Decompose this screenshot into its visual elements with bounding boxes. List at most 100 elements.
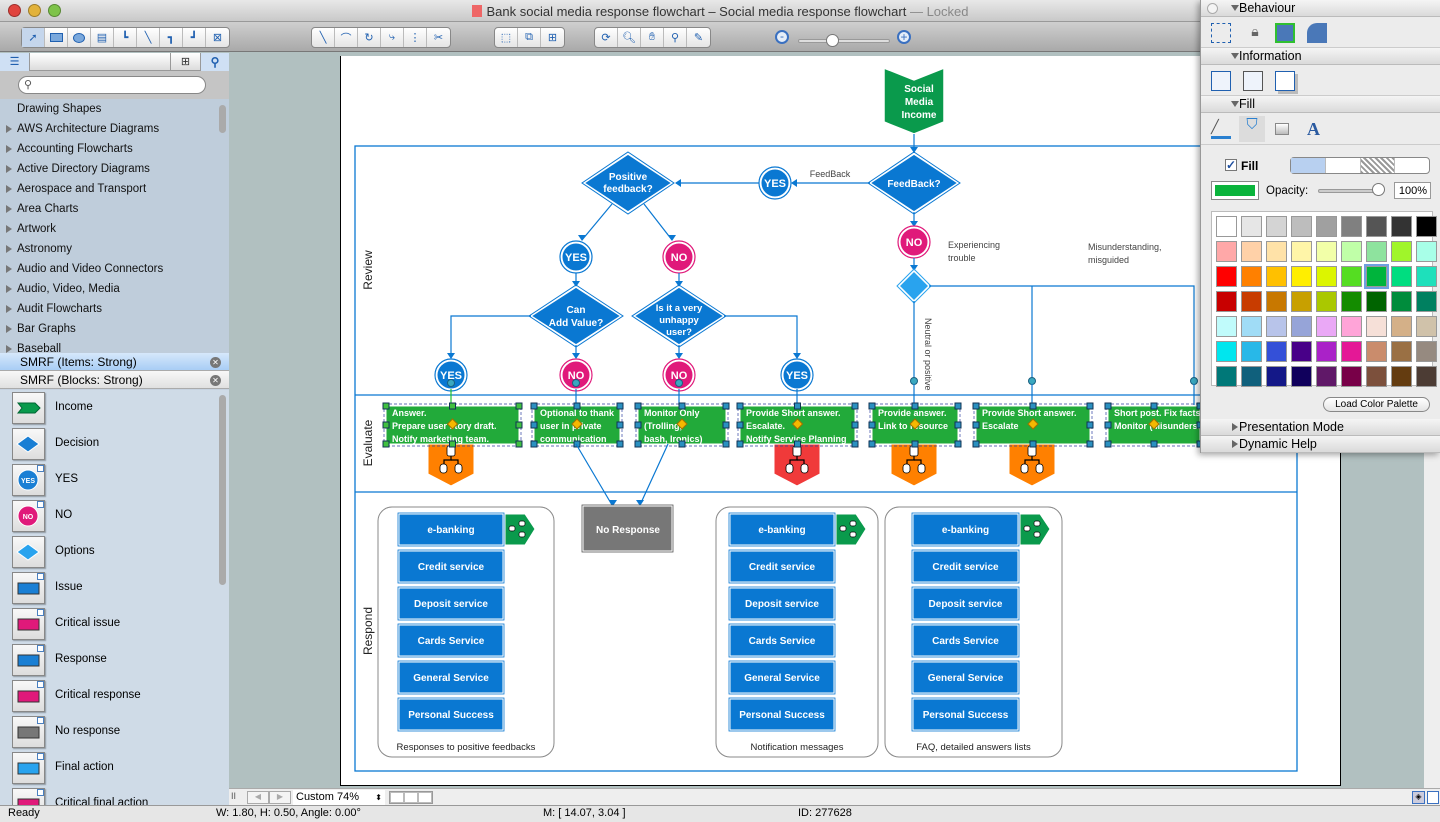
selection-handle[interactable] xyxy=(634,421,642,429)
color-swatch[interactable] xyxy=(1416,291,1437,312)
selection-handle[interactable] xyxy=(736,421,744,429)
behaviour-section-header[interactable]: Behaviour xyxy=(1201,0,1440,17)
selection-handle[interactable] xyxy=(911,402,919,410)
color-swatch[interactable] xyxy=(1266,316,1287,337)
response-item-box[interactable] xyxy=(912,587,1019,620)
eyedropper-tool-button[interactable]: ✎ xyxy=(693,32,704,44)
presentation-mode-section-header[interactable]: Presentation Mode xyxy=(1201,419,1440,436)
text-handle[interactable] xyxy=(791,418,804,430)
color-swatch[interactable] xyxy=(1266,241,1287,262)
insert-tool-button[interactable]: ⊠ xyxy=(212,32,223,44)
color-swatch[interactable] xyxy=(1416,266,1437,287)
zoom-slider[interactable] xyxy=(798,39,890,43)
tree-view-tab[interactable]: ☰ xyxy=(0,53,30,71)
selection-handle[interactable] xyxy=(616,421,624,429)
response-item-box[interactable] xyxy=(912,513,1019,546)
selection-handle[interactable] xyxy=(530,421,538,429)
close-library-icon[interactable]: ✕ xyxy=(210,357,221,368)
selection-handle[interactable] xyxy=(573,440,581,448)
add-value-decision[interactable] xyxy=(529,286,623,346)
color-swatch[interactable] xyxy=(1241,316,1262,337)
palette-item[interactable]: Final action xyxy=(0,750,229,786)
color-swatch[interactable] xyxy=(1341,341,1362,362)
direct-connector-tool-button[interactable]: ╲ xyxy=(137,28,160,47)
color-swatch[interactable] xyxy=(1366,216,1387,237)
color-swatch[interactable] xyxy=(1391,216,1412,237)
connection-point[interactable] xyxy=(1190,377,1198,385)
fill-gradient-button[interactable] xyxy=(1326,158,1361,173)
response-item-box[interactable] xyxy=(912,624,1019,657)
color-swatch[interactable] xyxy=(1291,216,1312,237)
fill-solid-button[interactable] xyxy=(1291,158,1326,173)
color-swatch[interactable] xyxy=(1391,291,1412,312)
selection-handle[interactable] xyxy=(722,421,730,429)
palette-item[interactable]: Critical response xyxy=(0,678,229,714)
palette-item[interactable]: Options xyxy=(0,534,229,570)
color-swatch[interactable] xyxy=(1241,266,1262,287)
library-item[interactable]: Accounting Flowcharts xyxy=(0,139,229,159)
color-swatch[interactable] xyxy=(1341,241,1362,262)
options-diamond[interactable] xyxy=(897,269,931,303)
search-input[interactable]: ⚲ xyxy=(18,76,206,94)
selection-handle[interactable] xyxy=(868,440,876,448)
color-swatch[interactable] xyxy=(1416,341,1437,362)
selection-handle[interactable] xyxy=(868,421,876,429)
yes-positive[interactable] xyxy=(562,243,590,271)
selection-handle[interactable] xyxy=(722,440,730,448)
selection-handle[interactable] xyxy=(972,402,980,410)
library-item[interactable]: Audio and Video Connectors xyxy=(0,259,229,279)
selection-handle[interactable] xyxy=(1150,402,1158,410)
text-tool-button[interactable]: ▤ xyxy=(91,28,114,47)
selection-handle[interactable] xyxy=(515,440,523,448)
library-item[interactable]: Artwork xyxy=(0,219,229,239)
ungroup-tool-button[interactable]: ⧉ xyxy=(518,28,541,47)
color-swatch[interactable] xyxy=(1364,264,1389,289)
palette-item[interactable]: Response xyxy=(0,642,229,678)
color-swatch[interactable] xyxy=(1391,341,1412,362)
color-swatch[interactable] xyxy=(1316,316,1337,337)
library-item[interactable]: Active Directory Diagrams xyxy=(0,159,229,179)
line-tool-button[interactable]: ╲ xyxy=(312,28,335,47)
disclosure-triangle-icon[interactable] xyxy=(6,345,12,353)
selection-handle[interactable] xyxy=(794,402,801,410)
close-window-button[interactable] xyxy=(8,4,21,17)
palette-item[interactable]: Issue xyxy=(0,570,229,606)
color-swatch[interactable] xyxy=(1391,266,1412,287)
information-section-header[interactable]: Information xyxy=(1201,48,1440,65)
round-connector-tool-button[interactable]: ┛ xyxy=(183,28,206,47)
color-swatch[interactable] xyxy=(1391,316,1412,337)
palette-scrollbar[interactable] xyxy=(219,395,226,585)
connection-point[interactable] xyxy=(1028,377,1036,385)
selection-handle[interactable] xyxy=(794,440,801,448)
selection-handle[interactable] xyxy=(1086,421,1094,429)
subprocess-indicator-icon[interactable] xyxy=(504,513,536,546)
arc-tool-button[interactable]: ⌒ xyxy=(335,28,358,47)
zoom-window-button[interactable] xyxy=(48,4,61,17)
layers-icon[interactable] xyxy=(1275,71,1295,91)
selection-handle[interactable] xyxy=(851,402,859,410)
selection-handle[interactable] xyxy=(382,440,390,448)
selection-handle[interactable] xyxy=(954,421,962,429)
color-swatch[interactable] xyxy=(1291,241,1312,262)
color-swatch[interactable] xyxy=(1216,316,1237,337)
fit-page-icon[interactable]: ◈ xyxy=(1412,791,1425,804)
selection-handle[interactable] xyxy=(1029,440,1037,448)
connection-point[interactable] xyxy=(572,379,580,387)
line-style-tab-icon[interactable]: ╱ xyxy=(1211,119,1231,139)
disclosure-triangle-icon[interactable] xyxy=(6,125,12,133)
fit-width-icon[interactable] xyxy=(1427,791,1439,804)
selection-handle[interactable] xyxy=(634,440,642,448)
selection-handle[interactable] xyxy=(722,402,730,410)
color-swatch[interactable] xyxy=(1341,366,1362,387)
zoom-tool-button[interactable]: 🔍︎ xyxy=(618,28,641,47)
color-swatch[interactable] xyxy=(1341,291,1362,312)
page-prev-button[interactable]: ◀ xyxy=(247,791,269,804)
library-item[interactable]: Aerospace and Transport xyxy=(0,179,229,199)
color-swatch[interactable] xyxy=(1241,341,1262,362)
dynamic-help-section-header[interactable]: Dynamic Help xyxy=(1201,436,1440,453)
no-add-value[interactable] xyxy=(562,361,590,389)
yes-feedback[interactable] xyxy=(761,169,789,197)
color-swatch[interactable] xyxy=(1216,266,1237,287)
resize-handles-icon[interactable] xyxy=(1211,23,1231,43)
